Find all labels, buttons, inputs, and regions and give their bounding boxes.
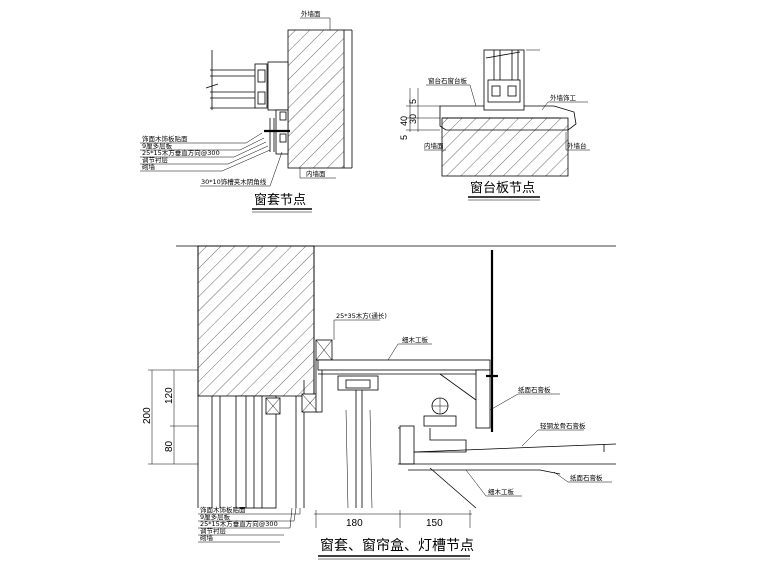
title-window-sill: 窗台板节点 <box>470 180 535 196</box>
label-plywood-large: 9厘多层板 <box>200 512 231 521</box>
wall-section-large <box>197 245 315 397</box>
window-frame <box>267 61 289 111</box>
label-outer-wall: 外墙面 <box>301 9 321 18</box>
curtain-box-board <box>317 359 491 371</box>
title-casing-curtain-box: 窗套、窗帘盒、灯槽节点 <box>320 537 474 554</box>
dim-200: 200 <box>142 407 153 424</box>
dim-30: 30 <box>408 114 418 124</box>
label-wood-board-bottom: 细木工板 <box>488 487 515 496</box>
label-outer-finish: 外墙饰工 <box>550 93 577 102</box>
label-wood-board-top: 细木工板 <box>402 335 429 344</box>
detail-casing-curtain-box-light-trough: 25*35木方(通长) 细木工板 纸面石膏板 轻钢龙骨石膏板 细木工板 纸面石膏… <box>142 245 617 560</box>
label-timber: 25*35木方(通长) <box>336 311 387 320</box>
label-batten-large: 25*15木方垂直方向@300 <box>200 519 278 528</box>
label-masonry-large: 砌墙 <box>200 533 214 542</box>
label-keel-gypsum: 轻钢龙骨石膏板 <box>540 421 586 430</box>
dim-5-top: 5 <box>408 99 418 104</box>
label-veneer: 饰面木饰板贴面 <box>142 134 188 143</box>
detail-window-sill: 5 30 40 5 窗台石窗台板 外墙饰工 内墙面 外墙台 窗台板节点 <box>399 49 590 201</box>
dim-5-bottom: 5 <box>399 135 409 140</box>
dim-180: 180 <box>346 518 363 529</box>
label-outer-sill: 外墙台 <box>567 141 587 150</box>
detail-window-casing: 外墙面 内墙面 饰面木饰板贴面 9厘多层板 25*15木方垂直方向@300 调节… <box>140 9 353 213</box>
label-inner-wall-2: 内墙面 <box>424 141 444 150</box>
label-plywood: 9厘多层板 <box>142 141 173 150</box>
label-leveling: 调节衬层 <box>142 155 169 164</box>
dim-150: 150 <box>426 518 443 529</box>
label-masonry: 砌墙 <box>142 162 156 171</box>
label-gypsum-board-1: 纸面石膏板 <box>518 385 551 394</box>
sill-slab <box>441 117 569 177</box>
label-batten: 25*15木方垂直方向@300 <box>142 148 220 157</box>
dim-120: 120 <box>164 387 175 404</box>
label-veneer-large: 饰面木饰板贴面 <box>200 505 246 514</box>
label-gypsum-board-2: 纸面石膏板 <box>570 473 603 482</box>
dim-80: 80 <box>164 440 175 452</box>
label-sill-board: 窗台石窗台板 <box>428 76 468 85</box>
dim-40: 40 <box>399 116 409 126</box>
label-leveling-large: 调节衬层 <box>200 526 227 535</box>
label-shadow-line: 30*10饰槽夹木阴角线 <box>201 177 267 186</box>
label-inner-wall: 内墙面 <box>306 169 326 178</box>
wall-section <box>287 29 345 169</box>
title-window-casing: 窗套节点 <box>254 192 306 208</box>
